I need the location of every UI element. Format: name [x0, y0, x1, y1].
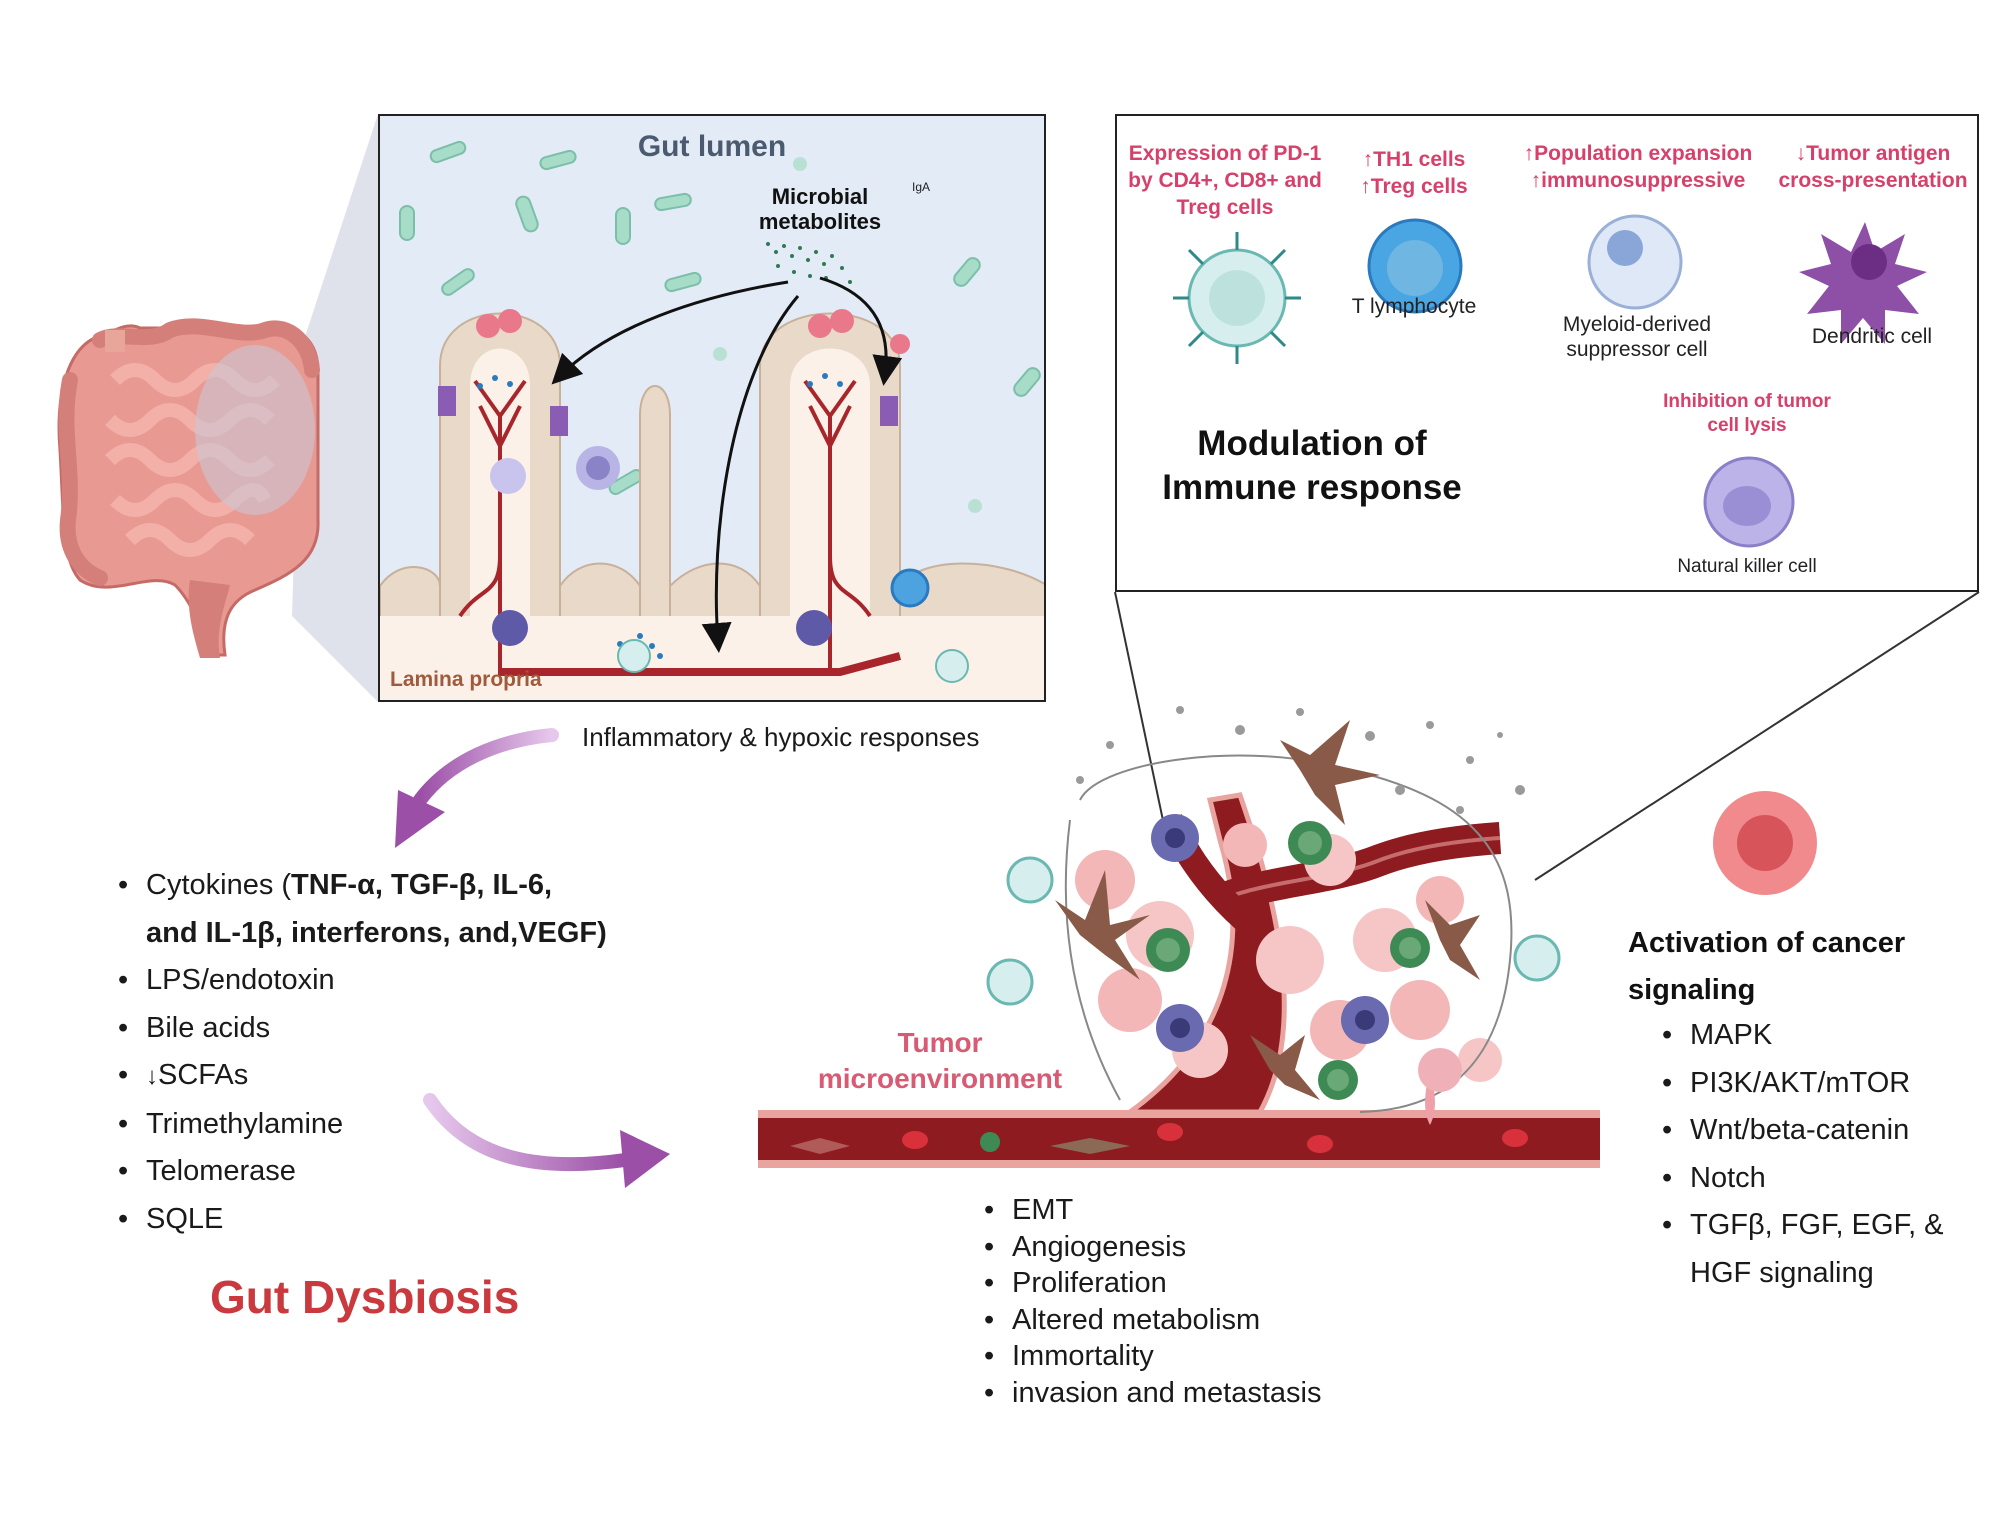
mdsc-effect-caption: ↑Population expansion ↑immunosuppressive	[1503, 140, 1773, 194]
mdsc-icon	[1587, 214, 1683, 310]
zoom-line-left	[1114, 591, 1166, 831]
t-lymphocyte-icon	[1367, 218, 1463, 314]
th1-increase-line: ↑TH1 cells	[1362, 148, 1466, 171]
dysbiosis-factors-list: •Cytokines (TNF-α, TGF-β, IL-6, and IL-1…	[112, 862, 672, 1243]
pd1-t-cell-icon	[1173, 232, 1301, 364]
zoom-cone-gut	[292, 114, 378, 702]
immunosuppressive-line: ↑immunosuppressive	[1530, 169, 1746, 192]
t-lymphocyte-label: T lymphocyte	[1351, 295, 1477, 318]
list-item: •Altered metabolism	[984, 1303, 1261, 1336]
inflammatory-hypoxic-label: Inflammatory & hypoxic responses	[582, 722, 980, 752]
list-item: •Wnt/beta-catenin	[1662, 1114, 1910, 1146]
list-item: •TGFβ, FGF, EGF, &	[1662, 1209, 1944, 1241]
nk-cell-icon	[1703, 456, 1795, 548]
intestine-illustration	[57, 318, 320, 658]
villi-illustration	[380, 140, 1044, 700]
list-item: •SQLE	[118, 1202, 224, 1235]
list-item: •PI3K/AKT/mTOR	[1662, 1066, 1911, 1099]
microbial-metabolites-label: Microbial metabolites	[758, 184, 882, 234]
immune-modulation-title: Modulation of Immune response	[1162, 424, 1462, 507]
iga-label: IgA	[912, 180, 931, 194]
list-item: •EMT	[984, 1194, 1074, 1226]
arrow-inflam-to-dysbiosis	[413, 728, 559, 807]
immune-modulation-panel: Expression of PD-1 by CD4+, CD8+ and Tre…	[1115, 114, 1979, 592]
list-item: and IL-1β, interferons, and,VEGF)	[146, 916, 607, 949]
dendritic-cell-label: Dendritic cell	[1811, 325, 1933, 348]
list-item: •Proliferation	[984, 1267, 1167, 1300]
treg-increase-line: ↑Treg cells	[1360, 175, 1468, 198]
list-item: •invasion and metastasis	[984, 1376, 1322, 1409]
lamina-propria-label: Lamina propria	[390, 668, 542, 691]
list-item: •MAPK	[1662, 1019, 1773, 1051]
cancer-signaling-list: •MAPK •PI3K/AKT/mTOR •Wnt/beta-catenin •…	[1656, 1012, 1986, 1297]
zoom-line-right	[1534, 591, 1980, 881]
dendritic-cell-icon	[1799, 222, 1927, 344]
list-item: •Bile acids	[118, 1011, 271, 1044]
tumor-hallmarks-list: •EMT •Angiogenesis •Proliferation •Alter…	[978, 1192, 1398, 1412]
nk-effect-caption: Inhibition of tumor cell lysis	[1663, 391, 1831, 436]
tumor-antigen-line: ↓Tumor antigen	[1795, 142, 1951, 165]
cross-presentation-line: cross-presentation	[1778, 169, 1968, 192]
list-item: HGF signaling	[1690, 1256, 1874, 1289]
dendritic-effect-caption: ↓Tumor antigen cross-presentation	[1767, 140, 1979, 194]
cancer-cell-illustration	[1713, 791, 1817, 895]
immune-cells-illustration	[1173, 214, 1927, 548]
list-item: •Telomerase	[118, 1155, 296, 1187]
arrow-dysbiosis-to-tumor	[423, 1093, 632, 1172]
list-item: •Angiogenesis	[984, 1230, 1187, 1263]
list-item: •Trimethylamine	[118, 1107, 344, 1140]
t-lymphocyte-effect-caption: ↑TH1 cells ↑Treg cells	[1339, 146, 1489, 200]
tumor-blood-vessel	[758, 792, 1600, 1168]
list-item: •Cytokines (TNF-α, TGF-β, IL-6,	[118, 869, 553, 901]
list-item: •↓SCFAs	[118, 1059, 249, 1091]
tumor-microenvironment-label: Tumor microenvironment	[817, 1027, 1063, 1094]
mdsc-label: Myeloid-derived suppressor cell	[1562, 313, 1712, 361]
tumor-cell-cluster	[1055, 720, 1513, 1125]
list-item: •Immortality	[984, 1340, 1154, 1373]
gut-dysbiosis-title: Gut Dysbiosis	[210, 1271, 520, 1323]
nk-cell-label: Natural killer cell	[1677, 556, 1817, 577]
cancer-signaling-title: Activation of cancer signaling	[1628, 927, 1906, 1006]
gut-lumen-title: Gut lumen	[637, 130, 787, 163]
population-expansion-line: ↑Population expansion	[1523, 142, 1753, 165]
tumor-side-immune-cells	[986, 856, 1561, 1006]
list-item: •Notch	[1662, 1161, 1766, 1194]
pd1-expression-caption: Expression of PD-1 by CD4+, CD8+ and Tre…	[1128, 142, 1322, 219]
gut-lumen-panel: Gut lumen Microbial metabolites IgA Lami…	[378, 114, 1046, 702]
list-item: •LPS/endotoxin	[118, 964, 335, 996]
